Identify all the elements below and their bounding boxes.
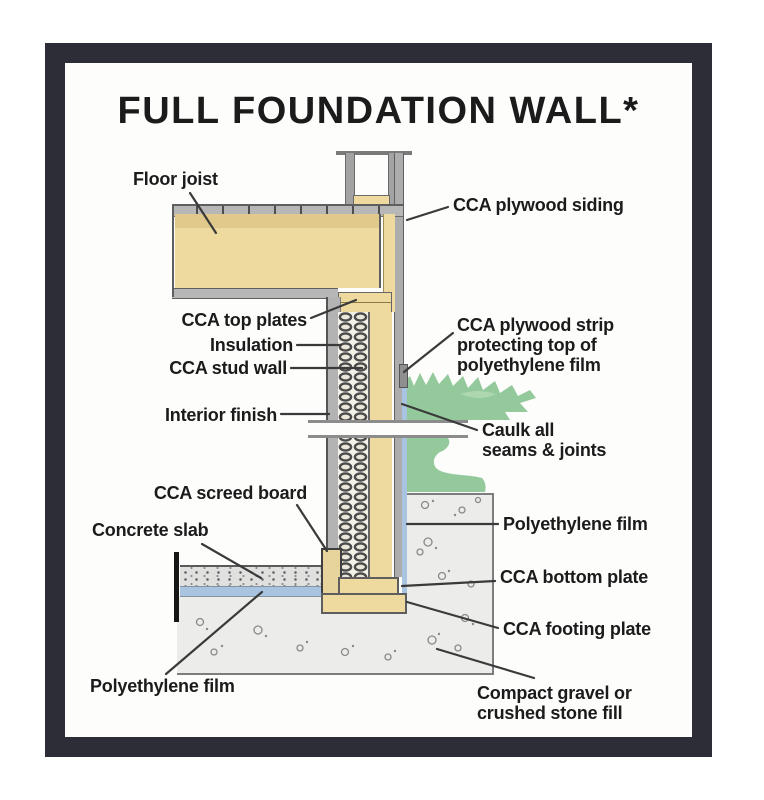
leader-top-plates <box>309 298 358 320</box>
page-title: FULL FOUNDATION WALL* <box>117 90 640 132</box>
label-cca-plywood-strip-line1: CCA plywood strip <box>457 315 614 335</box>
rim-joist-part <box>383 214 395 312</box>
cca-footing-plate-part <box>321 593 407 614</box>
floor-joist-top-shade <box>175 214 379 228</box>
leader-caulk <box>400 402 479 432</box>
label-cca-stud-wall: CCA stud wall <box>169 358 287 378</box>
polyethylene-film-part-under-slab <box>180 586 324 597</box>
cca-plywood-strip-part <box>399 364 408 388</box>
label-cca-screed-board: CCA screed board <box>153 483 307 503</box>
leader-film-bottom <box>164 590 264 676</box>
label-cca-plywood-strip: CCA plywood strip protecting top of poly… <box>457 315 614 375</box>
ceiling-edge-part <box>172 288 338 299</box>
gravel-fill-right <box>402 493 494 598</box>
label-compact-gravel-line2: crushed stone fill <box>477 703 623 723</box>
label-concrete-slab: Concrete slab <box>92 520 209 540</box>
joist-left-edge <box>172 204 174 297</box>
slab-edge-marker <box>174 552 179 622</box>
label-compact-gravel-line1: Compact gravel or <box>477 683 632 703</box>
insulation-part <box>338 312 368 577</box>
subfloor-part <box>172 204 403 217</box>
label-cca-bottom-plate: CCA bottom plate <box>500 567 649 587</box>
concrete-slab-part <box>180 565 325 588</box>
label-caulk-line1: Caulk all <box>482 420 555 440</box>
label-caulk: Caulk all seams & joints <box>482 420 606 460</box>
leader-compact-gravel <box>435 647 536 680</box>
label-floor-joist: Floor joist <box>133 169 218 189</box>
leader-bottom-plate <box>400 579 497 588</box>
ground-grass <box>403 372 536 492</box>
label-insulation: Insulation <box>210 335 293 355</box>
floor-joist-part <box>175 214 381 288</box>
section-break-symbol <box>308 420 468 438</box>
leader-floor-joist <box>188 191 218 235</box>
leader-concrete-slab <box>200 542 263 580</box>
leader-footing-plate <box>405 600 500 630</box>
upper-wall-stud-left <box>345 153 355 205</box>
cca-stud-wall-part <box>368 312 392 577</box>
label-polyethylene-film-right: Polyethylene film <box>503 514 648 534</box>
polyethylene-film-part-right <box>402 373 407 593</box>
label-interior-finish: Interior finish <box>164 405 277 425</box>
label-cca-footing-plate: CCA footing plate <box>503 619 651 639</box>
label-cca-plywood-strip-line2: protecting top of <box>457 335 597 355</box>
label-cca-plywood-siding: CCA plywood siding <box>453 195 624 215</box>
top-plates-joint-line <box>339 302 391 303</box>
label-polyethylene-film-bottom: Polyethylene film <box>90 676 235 696</box>
gravel-speckles <box>195 496 482 661</box>
label-cca-plywood-strip-line3: polyethylene film <box>457 355 601 375</box>
leader-plywood-strip <box>402 331 455 374</box>
leader-screed-board <box>295 503 329 553</box>
label-compact-gravel: Compact gravel or crushed stone fill <box>477 683 632 723</box>
label-cca-top-plates: CCA top plates <box>181 310 307 330</box>
upper-wall-cut-line <box>336 151 412 155</box>
leader-plywood-siding <box>405 205 450 222</box>
label-caulk-line2: seams & joints <box>482 440 607 460</box>
